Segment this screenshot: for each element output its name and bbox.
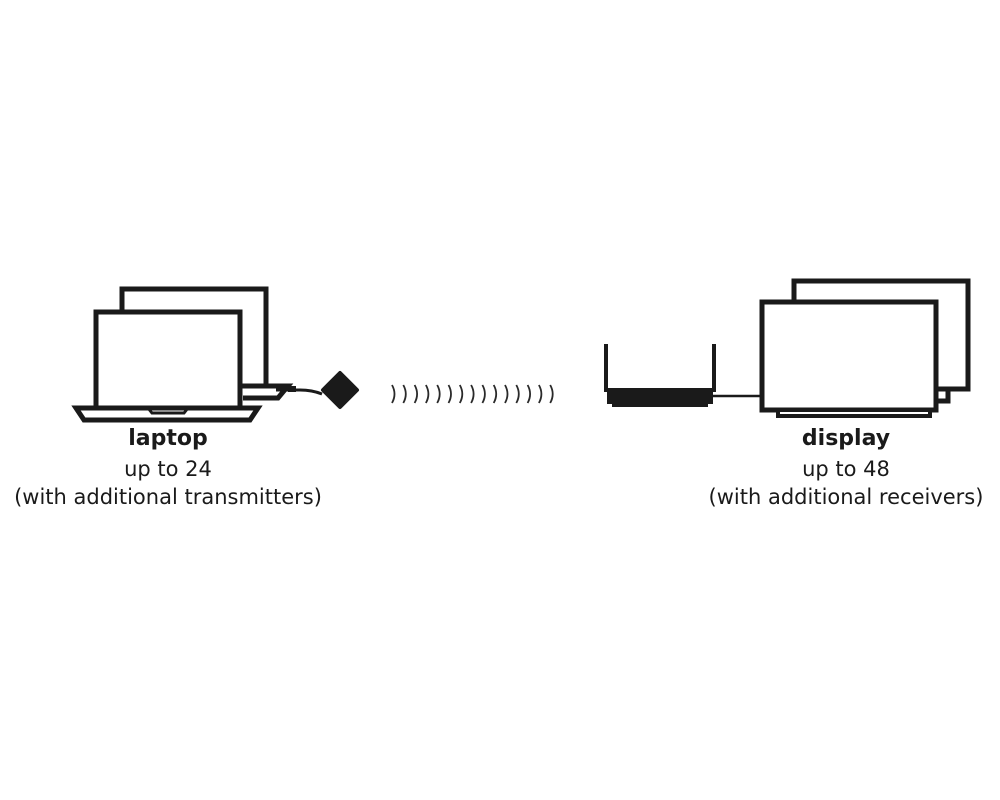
signal-arc (436, 384, 441, 404)
display-count: up to 48 (802, 457, 890, 481)
laptop-note: (with additional transmitters) (14, 485, 322, 509)
signal-arc (481, 384, 486, 404)
display-stack-icon (759, 278, 971, 418)
signal-arc (425, 384, 430, 404)
wireless-signal-icon (391, 384, 554, 404)
signal-arc (447, 384, 452, 404)
display-caption: display up to 48 (with additional receiv… (692, 425, 1000, 511)
display-title: display (801, 426, 891, 451)
front-laptop-icon (71, 309, 263, 423)
laptop-count: up to 24 (124, 457, 212, 481)
signal-arc (470, 384, 475, 404)
laptop-stack-icon (71, 286, 323, 423)
right-antenna (712, 344, 716, 392)
laptop-caption: laptop up to 24 (with additional transmi… (0, 425, 336, 511)
signal-arc (459, 384, 464, 404)
display-note: (with additional receivers) (708, 485, 984, 509)
signal-arc (504, 384, 509, 404)
front-display-icon (759, 299, 939, 418)
transmitter-cable (276, 388, 323, 396)
signal-arc (391, 384, 396, 404)
signal-arc (413, 384, 418, 404)
receiver-icon (604, 344, 762, 407)
left-antenna (604, 344, 608, 392)
signal-arc (526, 384, 531, 404)
transmitter-button-icon (288, 371, 359, 409)
signal-arc (492, 384, 498, 404)
signal-arc (515, 384, 520, 404)
signal-arc (402, 384, 407, 404)
signal-arc (538, 384, 543, 404)
laptop-title: laptop (128, 426, 208, 451)
signal-arc (549, 384, 554, 404)
